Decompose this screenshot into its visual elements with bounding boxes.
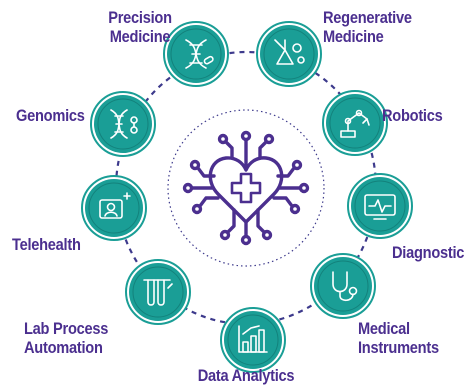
lab-tubes-icon bbox=[143, 279, 173, 306]
node-inner-ring bbox=[317, 260, 369, 312]
node-inner-ring bbox=[97, 98, 149, 150]
center-dotted-circle bbox=[167, 109, 325, 267]
node-regenerative-medicine bbox=[256, 21, 322, 87]
node-disc bbox=[326, 94, 384, 152]
heart-circuit-medical-cross-icon bbox=[182, 130, 310, 246]
label-robotics: Robotics bbox=[382, 106, 443, 125]
binary-chart-icon bbox=[238, 325, 268, 353]
label-data-analytics: Data Analytics bbox=[197, 366, 295, 385]
node-disc bbox=[260, 25, 318, 83]
label-diagnostic: Diagnostic bbox=[392, 243, 465, 262]
node-telehealth bbox=[81, 175, 147, 241]
heart-monitor-icon bbox=[364, 194, 396, 220]
dna-pills-icon bbox=[185, 39, 214, 69]
node-inner-ring bbox=[88, 182, 140, 234]
label-telehealth: Telehealth bbox=[12, 235, 81, 254]
node-precision-medicine bbox=[163, 21, 229, 87]
node-inner-ring bbox=[329, 97, 381, 149]
dna-molecule-icon bbox=[110, 109, 138, 139]
node-inner-ring bbox=[227, 314, 279, 366]
stethoscope-icon bbox=[332, 271, 358, 302]
node-lab-process-automation bbox=[125, 259, 191, 325]
node-disc bbox=[94, 95, 152, 153]
node-robotics bbox=[322, 90, 388, 156]
label-genomics: Genomics bbox=[16, 106, 85, 125]
node-inner-ring bbox=[354, 180, 406, 232]
node-disc bbox=[224, 311, 282, 369]
node-medical-instruments bbox=[310, 253, 376, 319]
doctor-screen-icon bbox=[99, 192, 131, 219]
node-group bbox=[81, 21, 413, 373]
node-inner-ring bbox=[170, 28, 222, 80]
node-data-analytics bbox=[220, 307, 286, 373]
node-diagnostic bbox=[347, 173, 413, 239]
robot-arm-icon bbox=[340, 109, 370, 138]
node-inner-ring bbox=[263, 28, 315, 80]
flask-cells-icon bbox=[274, 39, 305, 65]
node-disc bbox=[314, 257, 372, 315]
node-inner-ring bbox=[132, 266, 184, 318]
node-genomics bbox=[90, 91, 156, 157]
